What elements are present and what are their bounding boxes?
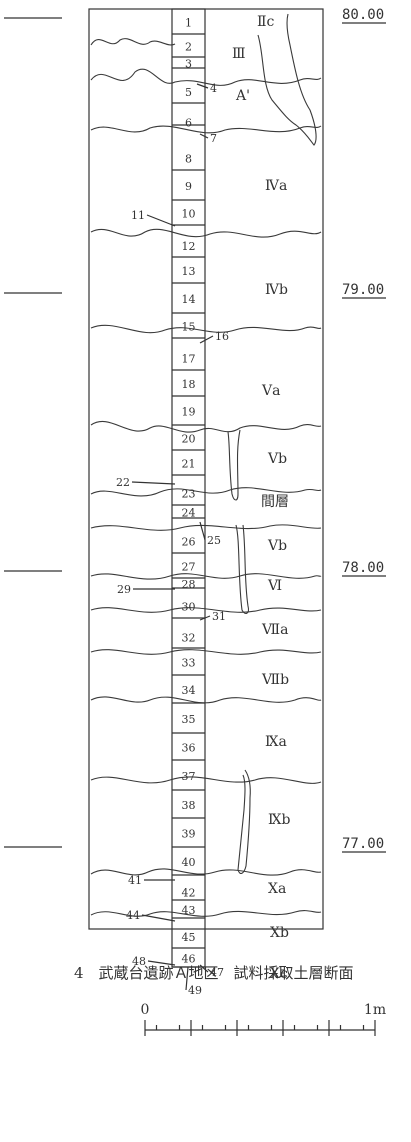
layer-boundary [91,39,175,45]
layer-boundary [91,525,321,530]
layer-label: Ⅹa [268,881,286,897]
sample-number: 36 [182,742,196,755]
layer-boundary [91,69,321,85]
scale-bar: 0 1m [141,1002,387,1036]
sample-number: 43 [182,904,196,917]
layer-boundary [91,777,321,783]
layer-label: Ⅸa [265,734,287,750]
sample-number: 26 [182,536,196,549]
sample-number: 6 [185,117,192,130]
sample-number: 25 [207,534,221,547]
sample-number: 13 [182,265,196,278]
layer-boundary [91,325,321,332]
layer-label: Ⅸb [268,812,291,828]
layer-label: Ⅵ [267,578,282,594]
sample-number: 9 [185,180,192,193]
sample-number: 35 [182,713,196,726]
elevation-label: 80.00 [342,7,384,23]
sample-number: 42 [182,887,196,900]
layer-label: Ⅶb [261,672,289,688]
sample-number: 38 [182,799,196,812]
sample-number: 20 [182,433,196,446]
leader-line [197,84,208,88]
leader-line [200,134,208,138]
sample-number: 3 [185,58,192,71]
sample-number: 32 [182,632,196,645]
sample-number: 16 [215,330,229,343]
layer-label: Ⅳb [265,282,288,298]
elevation-label: 77.00 [342,836,384,852]
leader-line [147,215,175,226]
sample-number: 34 [182,684,196,697]
sample-number: 41 [128,874,142,887]
figure-caption: 4 武蔵台遺跡Ａ地区 試料採取土層断面 [74,964,354,982]
sample-number: 21 [182,458,196,471]
sample-number: 29 [117,583,131,596]
sample-number: 49 [188,984,202,997]
layer-boundary [91,421,321,432]
sample-number: 23 [182,488,196,501]
layer-label: Ⅹb [270,925,289,941]
sample-number: 7 [210,132,217,145]
intrusion-feature [236,525,248,613]
leader-line [200,336,213,343]
sample-number: 19 [182,406,196,419]
layer-label: Ⅱc [257,14,275,30]
sample-number: 31 [212,610,226,623]
sample-number: 40 [182,856,196,869]
sample-number: 37 [182,770,196,783]
sample-number: 24 [182,507,196,520]
sample-number: 22 [116,476,130,489]
leader-line [132,482,175,484]
sample-number: 2 [185,41,192,54]
sample-number: 14 [182,293,196,306]
layer-label: Ⅴb [267,451,287,467]
layer-label: Ⅶa [261,622,288,638]
elevation-label: 79.00 [342,282,384,298]
sample-number: 27 [182,561,196,574]
layer-label: Ⅴa [261,383,280,399]
sample-number: 8 [185,153,192,166]
sample-number: 45 [182,931,196,944]
layer-boundary [91,650,321,655]
sample-number: 11 [131,209,145,222]
sample-number: 28 [182,578,196,591]
intrusion-feature [238,770,250,873]
elevation-label: 78.00 [342,560,384,576]
layer-label: Ⅴb [267,538,287,554]
sample-number: 39 [182,828,196,841]
sample-number: 1 [185,17,192,30]
layer-boundary [91,608,321,613]
layer-label: Ⅲ [232,46,246,62]
layer-boundary [91,229,321,237]
layer-label: Ⅳa [265,178,287,194]
leader-line [200,522,205,540]
layer-boundary [91,126,321,133]
layer-label: A' [235,88,250,104]
sample-number: 15 [182,321,196,334]
layer-boundary [91,574,321,579]
sample-number: 44 [126,909,140,922]
sample-column: 1235689101213141517181920212324262728303… [116,9,229,997]
sample-number: 12 [182,240,196,253]
intrusion-feature [258,14,316,145]
scale-start-label: 0 [141,1002,150,1018]
sample-number: 33 [182,657,196,670]
sample-number: 17 [182,353,196,366]
scale-end-label: 1m [364,1002,386,1018]
sample-number: 10 [182,208,196,221]
sample-number: 30 [182,601,196,614]
sample-number: 18 [182,378,196,391]
layer-boundary [91,869,321,875]
layer-boundary [91,697,321,703]
layer-label: 間層 [261,494,289,510]
section-frame [89,9,323,929]
leader-line [142,915,175,921]
sample-number: 5 [185,86,192,99]
sample-number: 4 [210,82,217,95]
